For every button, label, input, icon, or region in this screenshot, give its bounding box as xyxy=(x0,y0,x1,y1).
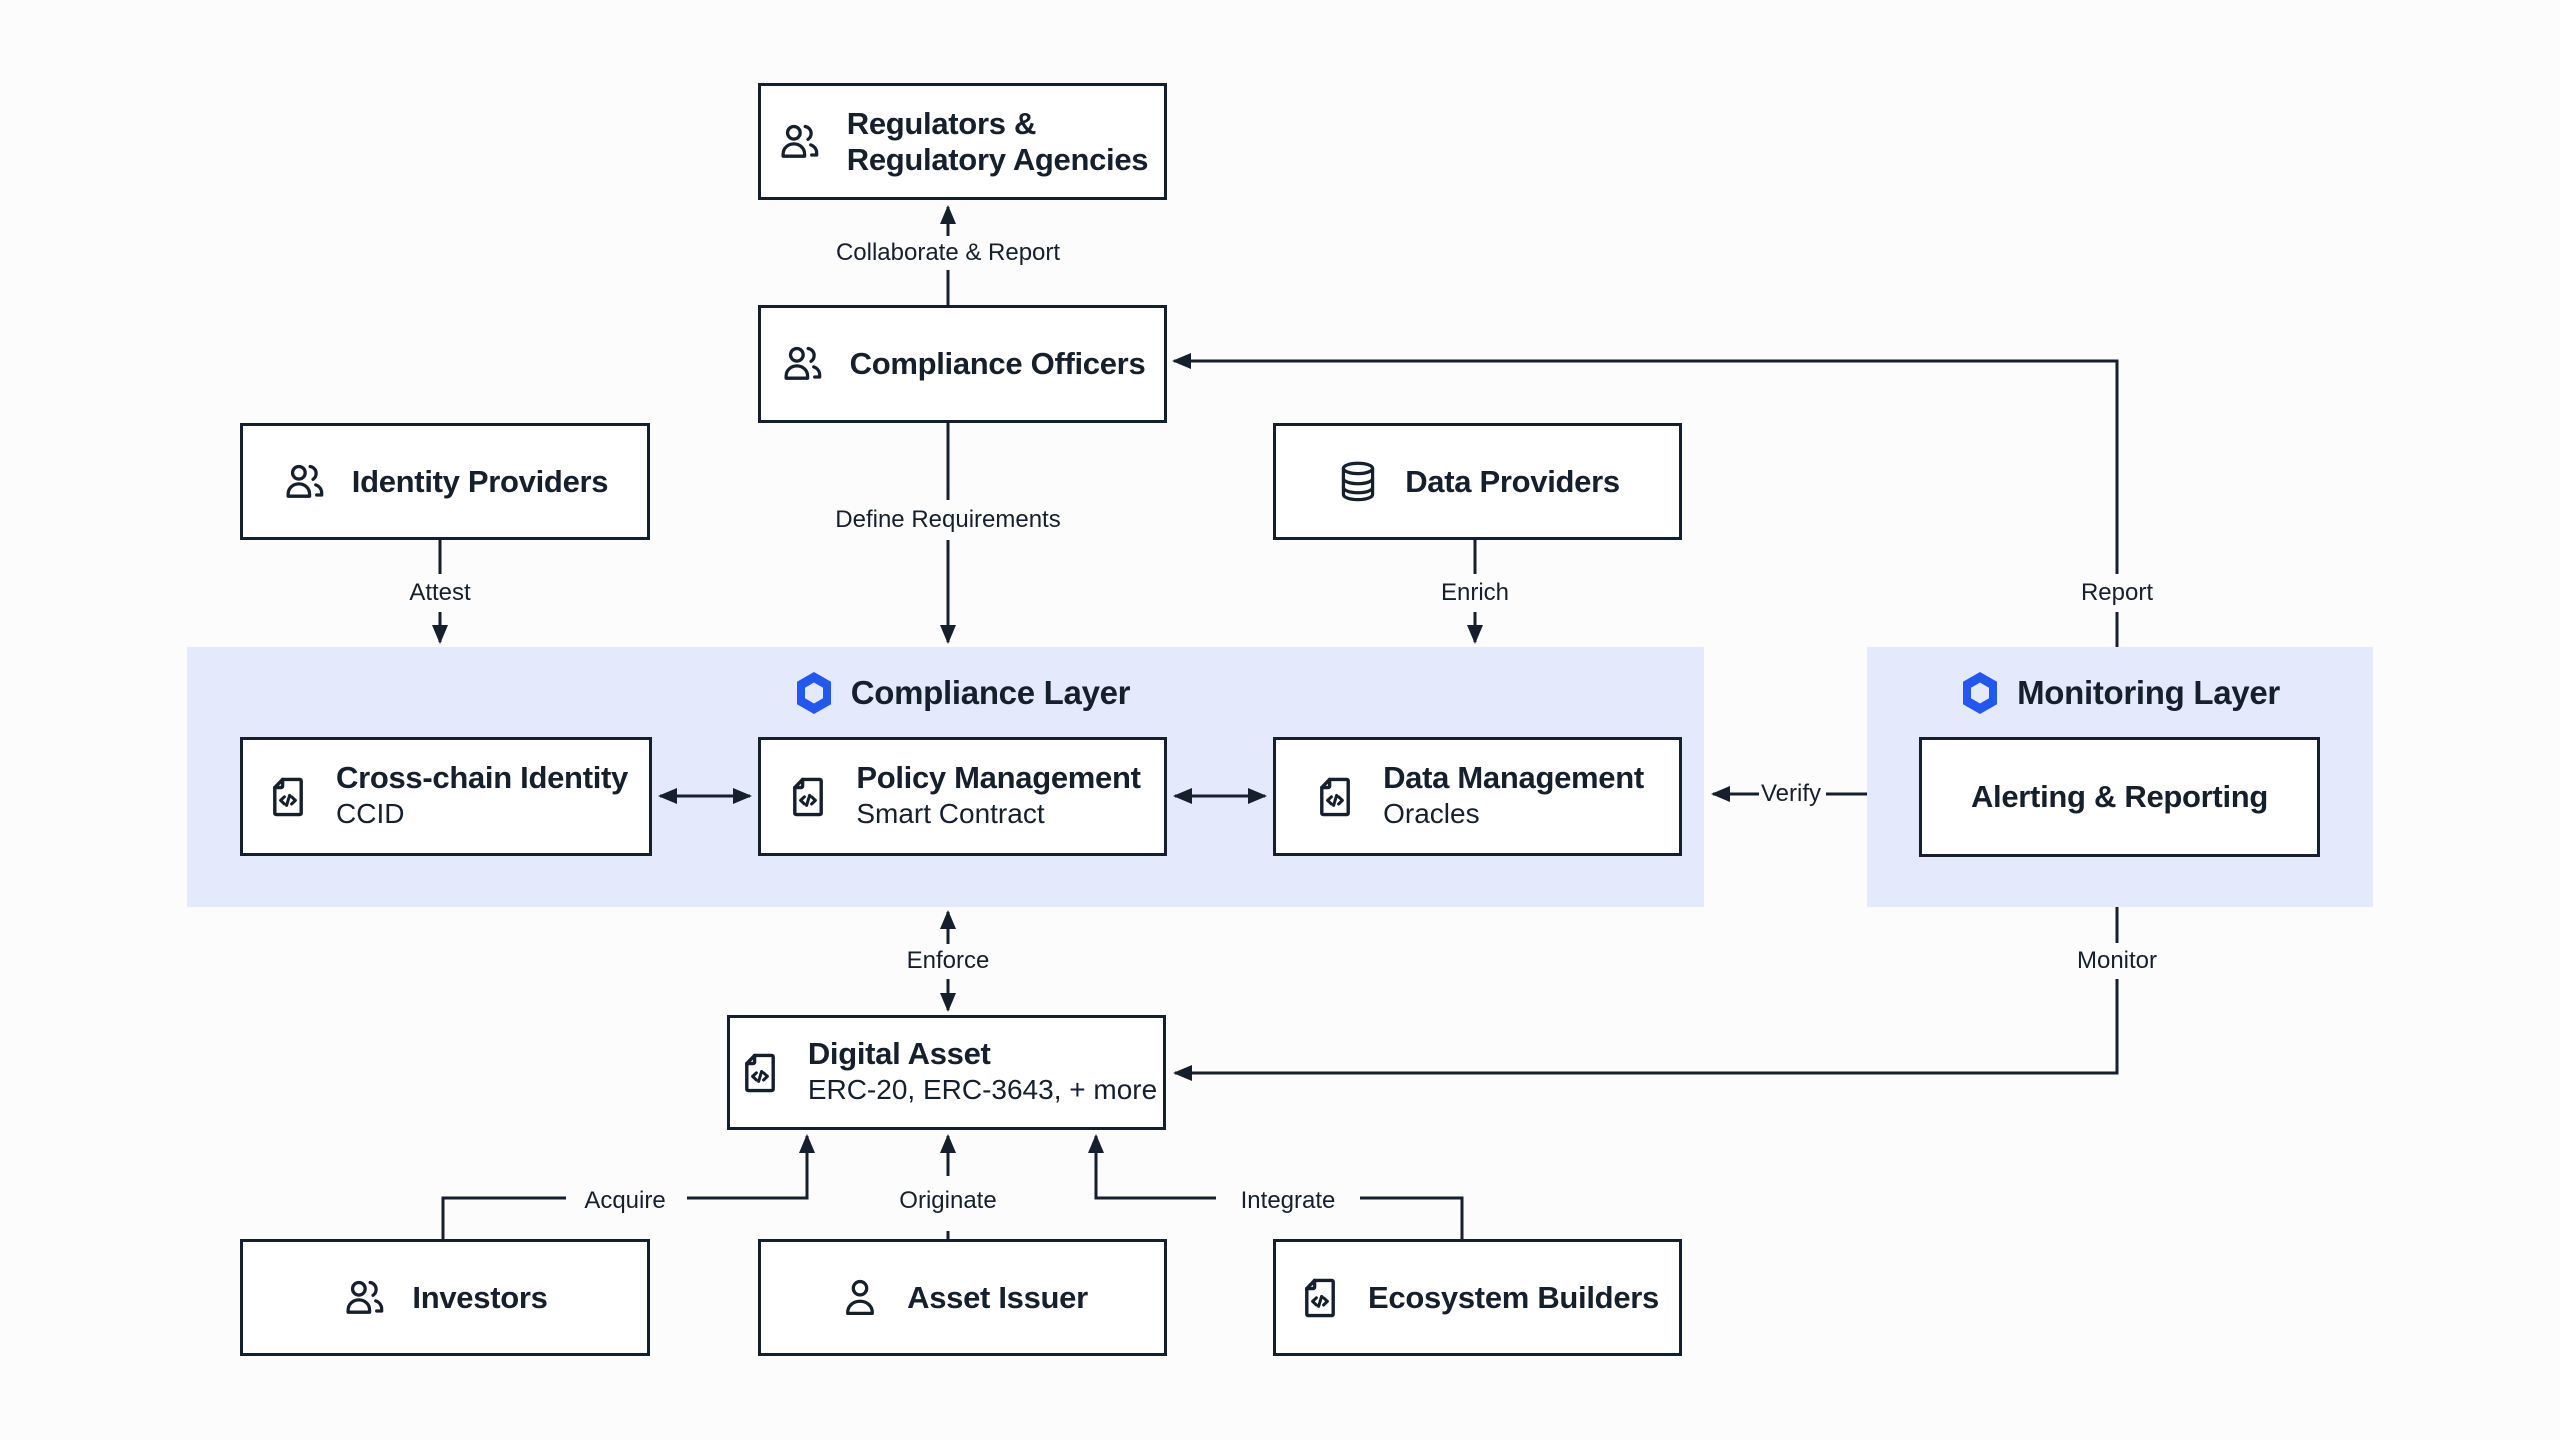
node-cross-chain-identity: Cross-chain Identity CCID xyxy=(240,737,652,856)
monitoring-layer-header: Monitoring Layer xyxy=(1867,669,2373,717)
node-compliance-officers: Compliance Officers xyxy=(758,305,1167,423)
node-regulators: Regulators & Regulatory Agencies xyxy=(758,83,1167,200)
users-icon xyxy=(777,119,823,165)
node-title: Data Management xyxy=(1383,760,1644,796)
compliance-layer-header: Compliance Layer xyxy=(752,669,1172,717)
edge-label-originate: Originate xyxy=(899,1186,997,1214)
node-title: Asset Issuer xyxy=(907,1279,1088,1315)
code-file-icon xyxy=(784,773,832,821)
node-title: Investors xyxy=(412,1279,548,1315)
node-policy-management: Policy Management Smart Contract xyxy=(758,737,1167,856)
node-subtitle: CCID xyxy=(336,798,405,830)
node-data-management: Data Management Oracles xyxy=(1273,737,1682,856)
users-icon xyxy=(780,341,826,387)
node-title: Compliance Officers xyxy=(849,346,1146,382)
code-file-icon xyxy=(264,773,312,821)
node-title: Identity Providers xyxy=(351,463,609,499)
code-file-icon xyxy=(1311,773,1359,821)
node-title: Regulatory Agencies xyxy=(846,141,1149,177)
node-subtitle: Oracles xyxy=(1383,798,1480,830)
node-subtitle: ERC-20, ERC-3643, + more xyxy=(807,1074,1158,1106)
layer-title: Monitoring Layer xyxy=(2017,674,2280,711)
users-icon xyxy=(342,1275,388,1321)
node-investors: Investors xyxy=(240,1239,650,1356)
edge-label-enforce: Enforce xyxy=(906,946,990,974)
edge-label-report: Report xyxy=(2080,578,2154,606)
node-digital-asset: Digital Asset ERC-20, ERC-3643, + more xyxy=(727,1015,1166,1130)
edge-label-collaborate-report: Collaborate & Report xyxy=(835,238,1061,266)
code-file-icon xyxy=(736,1049,784,1097)
users-icon xyxy=(282,459,328,505)
edge-label-monitor: Monitor xyxy=(2076,946,2158,974)
node-subtitle: Smart Contract xyxy=(856,798,1045,830)
node-identity-providers: Identity Providers xyxy=(240,423,650,540)
node-title: Policy Management xyxy=(856,760,1141,796)
chainlink-hexagon-icon xyxy=(1960,671,2000,715)
node-asset-issuer: Asset Issuer xyxy=(758,1239,1167,1356)
node-ecosystem-builders: Ecosystem Builders xyxy=(1273,1239,1682,1356)
node-title: Alerting & Reporting xyxy=(1970,779,2269,815)
layer-title: Compliance Layer xyxy=(850,674,1131,711)
user-icon xyxy=(837,1275,883,1321)
code-file-icon xyxy=(1296,1274,1344,1322)
edge-label-integrate: Integrate xyxy=(1240,1186,1336,1214)
edge-label-attest: Attest xyxy=(409,578,471,606)
node-alerting-reporting: Alerting & Reporting xyxy=(1919,737,2320,857)
edge-label-verify: Verify xyxy=(1760,779,1822,807)
database-icon xyxy=(1335,459,1381,505)
node-title: Data Providers xyxy=(1405,463,1620,499)
edge-label-acquire: Acquire xyxy=(584,1186,666,1214)
node-title: Regulators & xyxy=(846,105,1037,141)
node-title: Digital Asset xyxy=(807,1036,991,1072)
edge-label-enrich: Enrich xyxy=(1440,578,1510,606)
edge-label-define-requirements: Define Requirements xyxy=(835,505,1061,533)
chainlink-hexagon-icon xyxy=(794,671,834,715)
node-data-providers: Data Providers xyxy=(1273,423,1682,540)
node-title: Cross-chain Identity xyxy=(336,760,628,796)
node-title: Ecosystem Builders xyxy=(1368,1279,1659,1315)
